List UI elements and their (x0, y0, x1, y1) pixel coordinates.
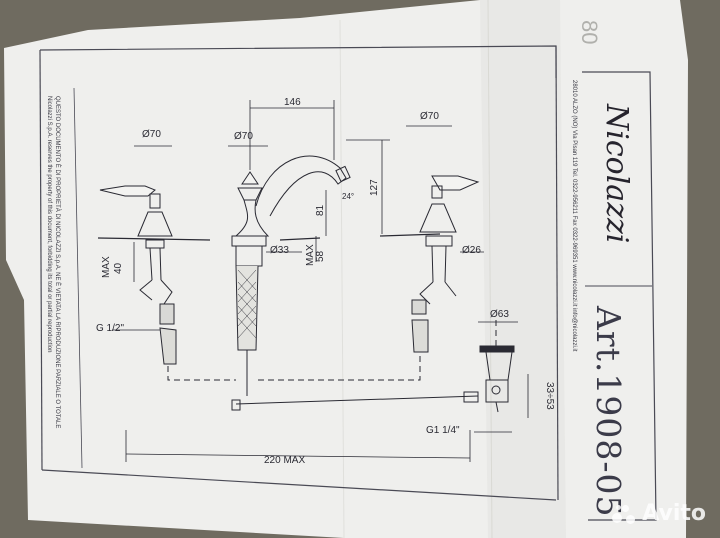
avito-logo-icon (612, 503, 636, 525)
dimension-lines (112, 100, 529, 462)
dim-40-max-label: MAX (101, 256, 112, 278)
dim-58: 58 (315, 250, 326, 262)
notice-english: Nicolazzi S.p.A. reserves the property o… (46, 96, 52, 353)
frame-right-a (555, 45, 559, 501)
paper-fold-line (487, 0, 493, 538)
paper-fold-line-2 (339, 19, 345, 538)
dim-58-max-label: MAX (305, 244, 316, 266)
notice-italian: QUESTO DOCUMENTO È DI PROPRIETÀ DI NICOL… (54, 96, 60, 429)
frame-left (39, 49, 43, 471)
notice-divider (73, 87, 83, 469)
avito-text: Avito (642, 501, 706, 526)
article-number: Art.1908-05 (589, 306, 628, 518)
dim-81: 81 (315, 204, 326, 216)
paper-fold-shade (480, 0, 566, 538)
dim-dia70-left: Ø70 (142, 129, 161, 140)
dim-40: 40 (113, 262, 124, 274)
dim-angle-24: 24° (342, 192, 355, 201)
address-line: 28010 ALZO (NO) Via Pisan 119 Tel. 0322-… (571, 80, 577, 352)
avito-watermark: Avito (612, 501, 706, 526)
dim-dia70-right: Ø70 (420, 111, 439, 122)
dim-127: 127 (369, 179, 380, 196)
brand-signature: Nicolazzi (599, 104, 634, 244)
dim-220-max: 220 MAX (264, 455, 306, 466)
dim-g12: G 1/2" (96, 323, 125, 334)
dim-dia33: Ø33 (270, 245, 289, 256)
dim-146: 146 (284, 97, 301, 108)
title-block (582, 71, 657, 521)
dim-dia63: Ø63 (490, 309, 509, 320)
frame-bottom (41, 469, 557, 501)
countertop-line (97, 233, 441, 241)
dim-g114: G1 1/4" (426, 425, 460, 436)
center-spout (231, 155, 351, 396)
left-valve (99, 185, 177, 365)
dim-range-33-53: 33÷53 (544, 382, 555, 410)
pop-up-waste (231, 345, 515, 413)
dim-dia26: Ø26 (462, 245, 481, 256)
hose-routing (167, 320, 497, 381)
dim-dia70-center: Ø70 (234, 131, 253, 142)
partial-number: 80 (577, 20, 602, 45)
spout-hatch (237, 269, 257, 339)
right-valve (411, 175, 480, 353)
